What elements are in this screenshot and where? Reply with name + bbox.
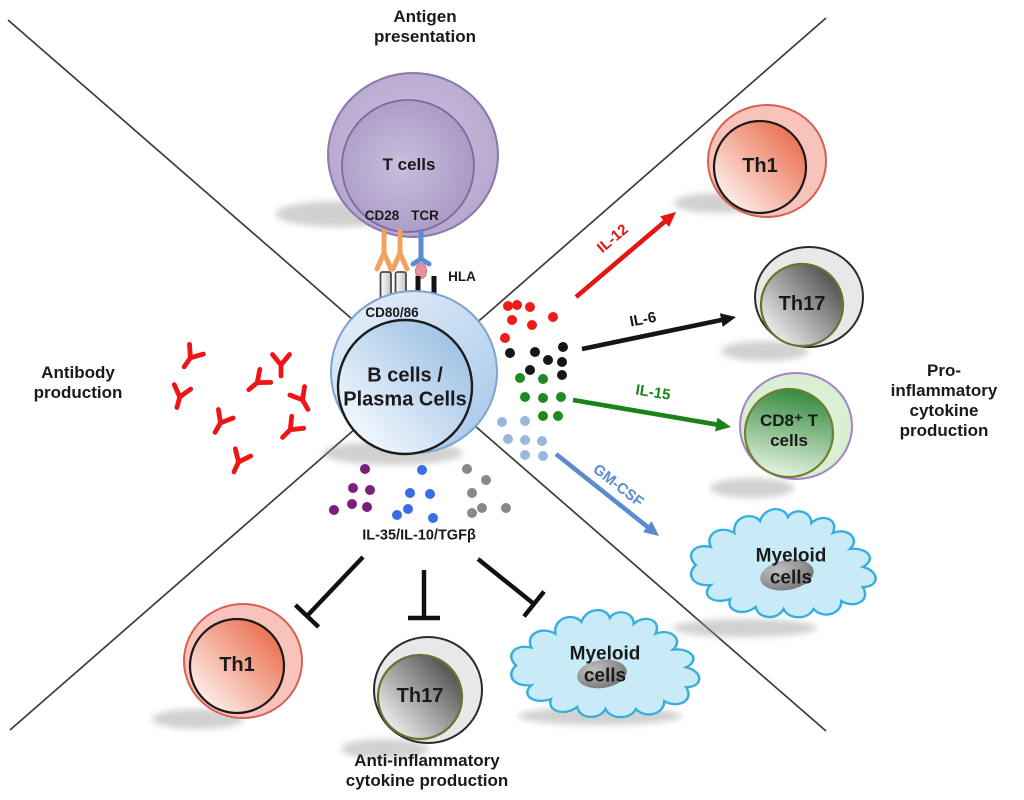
- il10-dots: [392, 465, 438, 523]
- cytokine-arrows-layer: [554, 212, 736, 536]
- cytokine-dot-icon: [525, 365, 535, 375]
- cytokine-dot-icon: [497, 417, 507, 427]
- il15-dots: [515, 373, 566, 421]
- cytokine-dot-icon: [462, 464, 472, 474]
- cytokine-dot-icon: [360, 464, 370, 474]
- il6-dots: [505, 342, 568, 380]
- il12-arrow: [574, 212, 676, 299]
- th1-cell-right: [707, 104, 827, 218]
- cytokine-dot-icon: [557, 357, 567, 367]
- th1-cell-bottom: [183, 603, 303, 719]
- cytokine-dot-icon: [520, 450, 530, 460]
- cytokine-dot-icon: [425, 489, 435, 499]
- il15-arrow: [572, 397, 731, 432]
- inhibition-bar: [408, 570, 440, 621]
- cytokine-dot-icon: [557, 370, 567, 380]
- antibody-icon: [181, 341, 206, 370]
- cytokine-dot-icon: [329, 505, 339, 515]
- inhibition-bar: [293, 555, 365, 629]
- cytokine-dot-icon: [428, 513, 438, 523]
- cytokine-dot-icon: [417, 465, 427, 475]
- cytokine-dot-icon: [362, 502, 372, 512]
- cytokine-dot-icon: [520, 435, 530, 445]
- cytokine-dot-icon: [538, 411, 548, 421]
- cd28-receptor-icon: [374, 228, 394, 272]
- gmcsf-dots: [497, 416, 548, 461]
- il6-arrow: [581, 313, 736, 352]
- cytokine-dot-icon: [530, 347, 540, 357]
- cytokine-dot-icon: [558, 342, 568, 352]
- cytokine-dot-icon: [503, 301, 513, 311]
- antibody-icon: [212, 407, 236, 435]
- cytokine-dot-icon: [553, 411, 563, 421]
- cytokine-dot-icon: [537, 436, 547, 446]
- cytokine-dot-icon: [348, 483, 358, 493]
- cytokine-dot-icon: [500, 333, 510, 343]
- cytokine-dot-icon: [365, 485, 375, 495]
- antibody-icon: [171, 382, 194, 410]
- peptide-icon: [415, 263, 427, 279]
- il35-dots: [329, 464, 375, 515]
- cytokine-dot-icon: [467, 488, 477, 498]
- cytokine-dot-icon: [347, 499, 357, 509]
- cytokine-dot-icon: [515, 373, 525, 383]
- cytokine-dot-icon: [405, 488, 415, 498]
- cytokine-dot-icon: [507, 315, 517, 325]
- antibody-icon: [287, 384, 311, 412]
- cytokine-dot-icon: [520, 416, 530, 426]
- th17-cell-bottom: [373, 636, 483, 744]
- antibody-icon: [270, 352, 292, 379]
- cd28-receptor-icon: [390, 228, 410, 272]
- cd8-t-cell: [739, 372, 853, 480]
- cytokine-dot-icon: [520, 392, 530, 402]
- cytokine-dot-icon: [505, 348, 515, 358]
- cytokine-dot-icon: [403, 504, 413, 514]
- cytokine-dot-icon: [477, 503, 487, 513]
- antibody-icon: [231, 446, 254, 475]
- t-cell: [327, 72, 499, 238]
- cytokine-dot-icon: [392, 510, 402, 520]
- myeloid-nucleus-icon: [760, 559, 814, 591]
- tgfb-dots: [462, 464, 511, 518]
- cytokine-dot-icon: [512, 300, 522, 310]
- antibody-icon: [246, 366, 274, 393]
- th17-cell-right: [754, 246, 864, 348]
- cytokine-dot-icon: [538, 451, 548, 461]
- cytokine-dot-icon: [467, 508, 477, 518]
- cytokine-dot-icon: [538, 374, 548, 384]
- cytokine-dot-icon: [548, 312, 558, 322]
- cytokine-dot-icon: [527, 320, 537, 330]
- myeloid-nucleus-icon: [577, 659, 627, 689]
- cytokine-dot-icon: [481, 475, 491, 485]
- antibody-icon: [280, 413, 307, 440]
- antibody-layer: [171, 341, 311, 475]
- cytokine-dot-icon: [525, 302, 535, 312]
- cytokine-dot-icon: [538, 393, 548, 403]
- cytokine-dot-icon: [501, 503, 511, 513]
- gmcsf-arrow: [554, 452, 659, 536]
- tcr-receptor-icon: [410, 230, 432, 267]
- cytokine-dot-icon: [543, 355, 553, 365]
- il12-dots: [500, 300, 558, 343]
- inhibition-bar: [476, 557, 546, 618]
- b-cell: [330, 290, 498, 456]
- cytokine-dots-layer: [329, 300, 568, 523]
- cytokine-dot-icon: [556, 392, 566, 402]
- cytokine-dot-icon: [503, 434, 513, 444]
- inhibition-bars-layer: [293, 555, 546, 629]
